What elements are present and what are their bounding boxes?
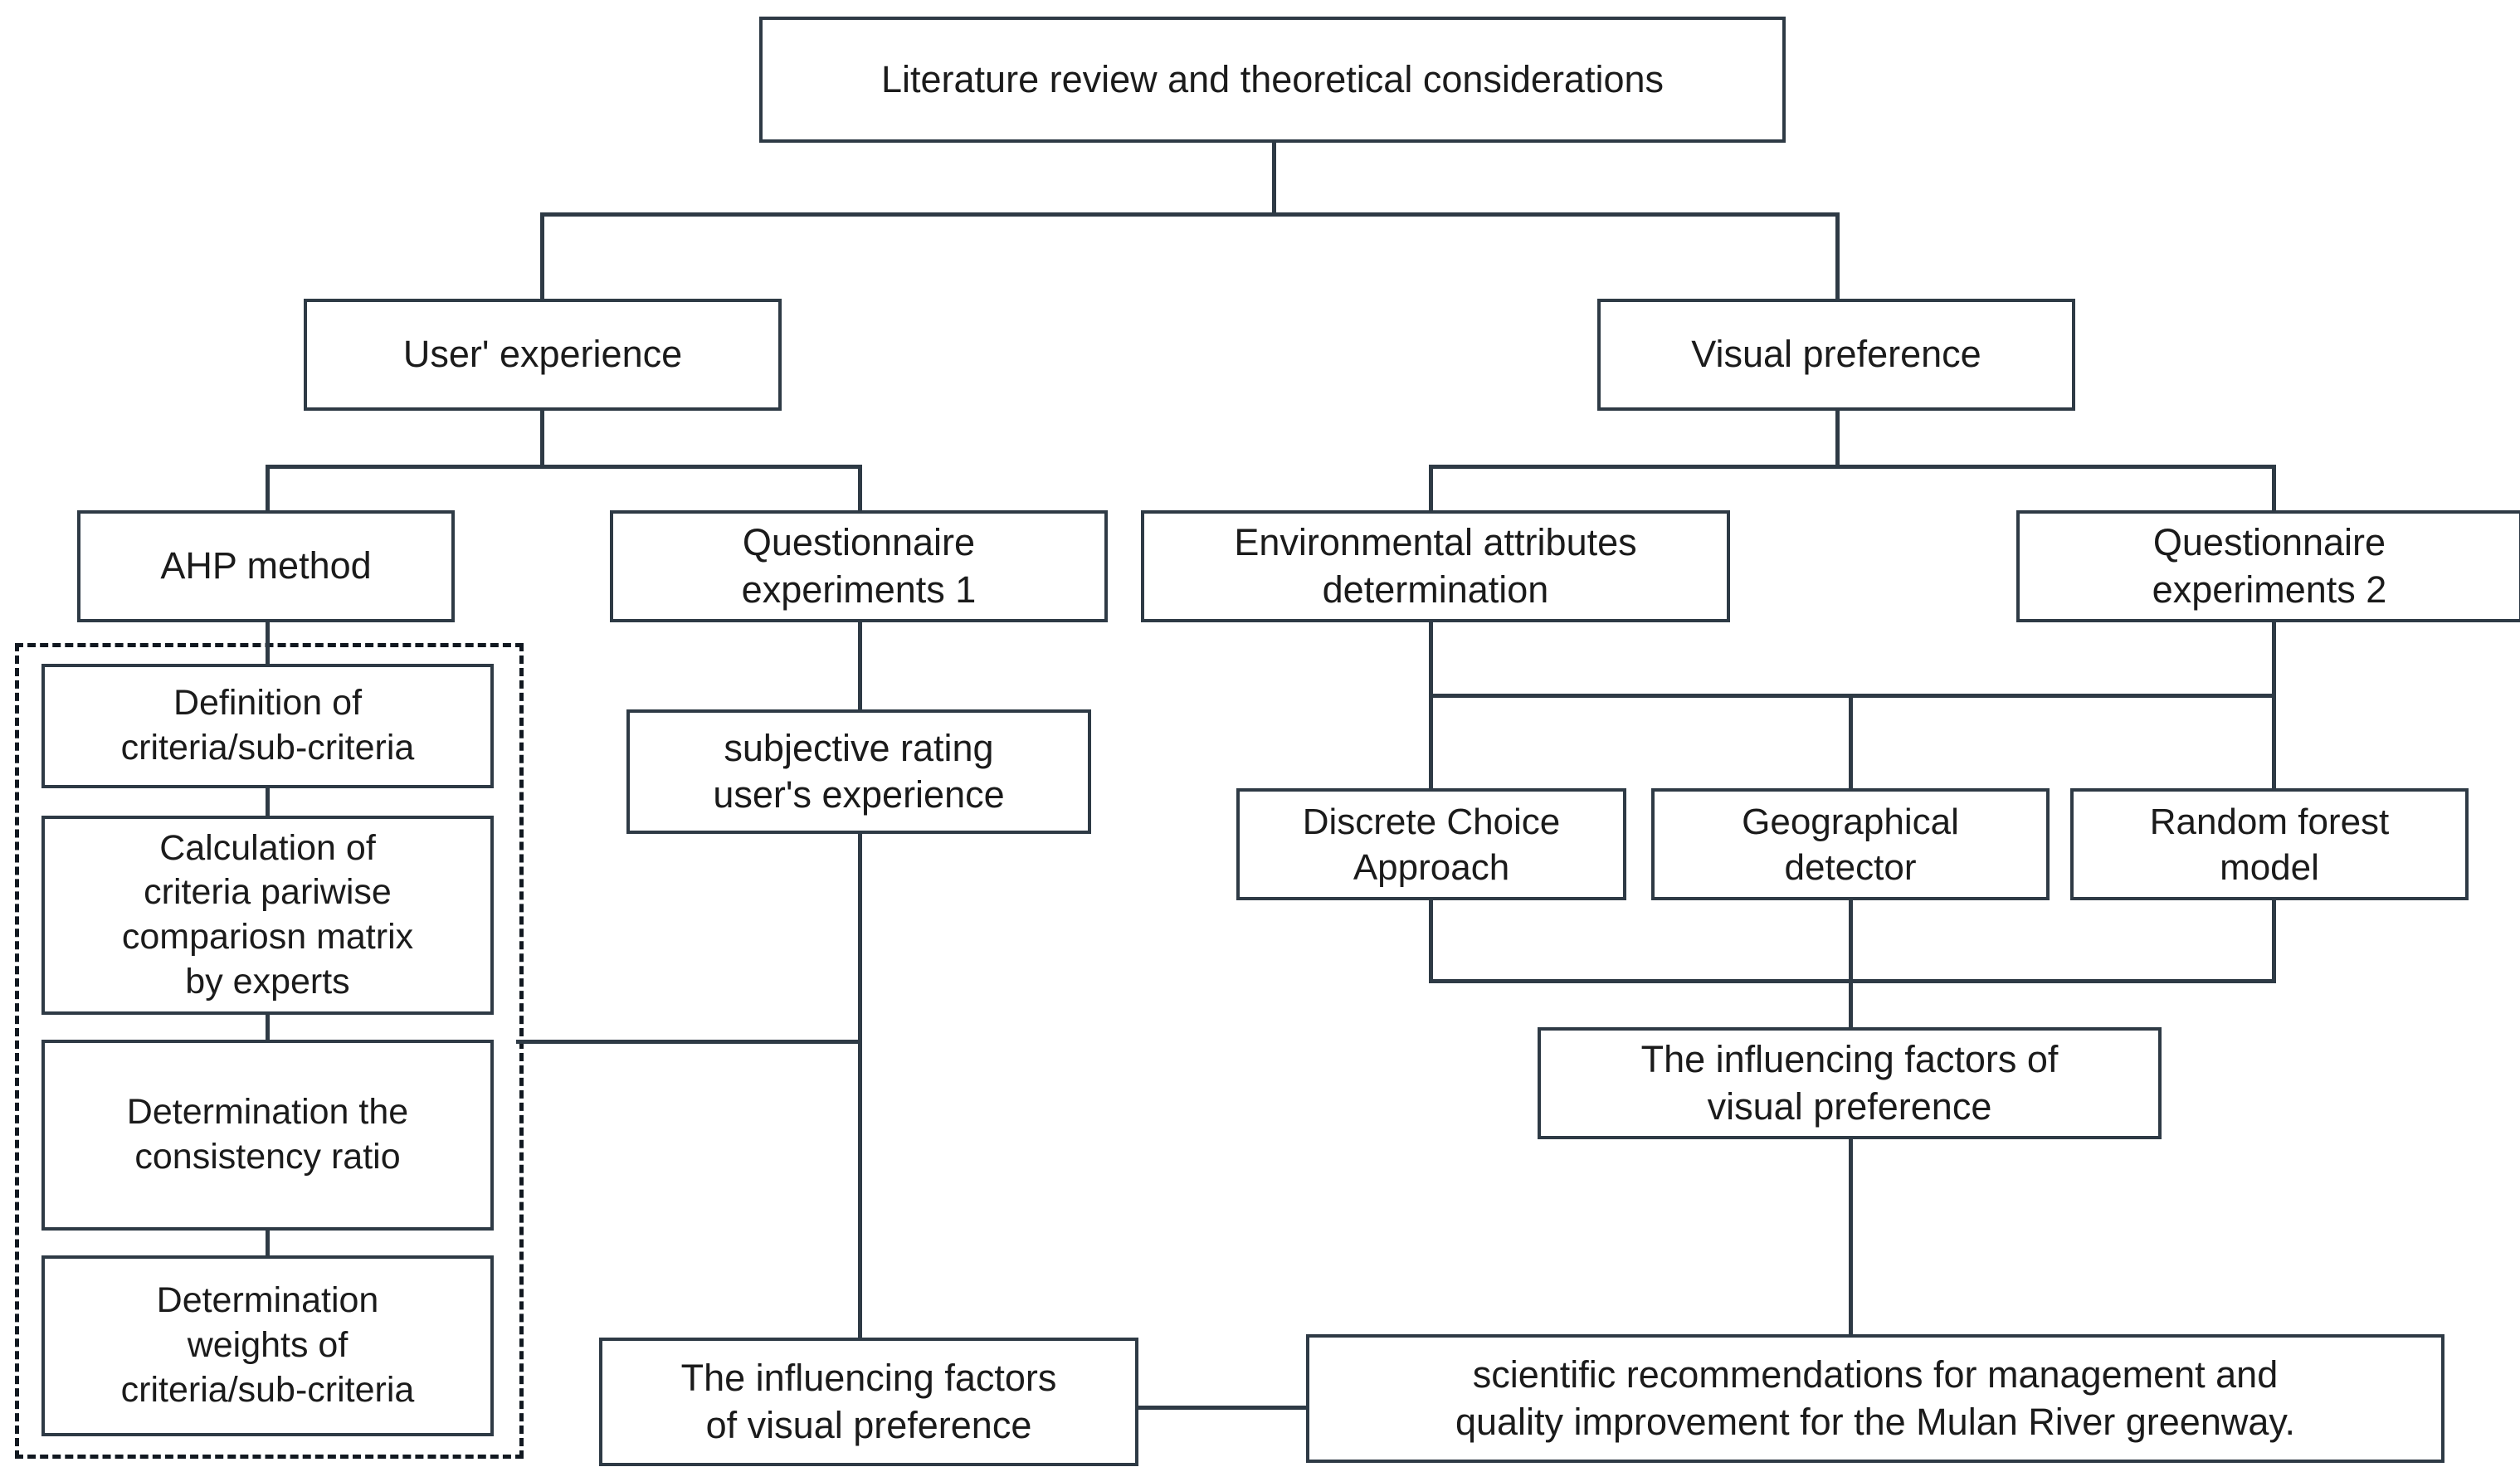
- edge-bar-to-geographical: [1849, 694, 1853, 793]
- edge-user-experience-down: [540, 410, 544, 468]
- edge-influencing-to-recommendations: [1849, 1138, 1853, 1338]
- edge-user-experience-bar: [266, 465, 862, 469]
- edge-ahp-to-step1: [266, 621, 270, 666]
- edge-merge-to-influencing-factors: [1849, 979, 1853, 1029]
- edge-root-down: [1272, 141, 1276, 216]
- node-ahp-step-weights[interactable]: Determination weights of criteria/sub-cr…: [41, 1255, 494, 1436]
- edge-ahp-group-to-spine: [516, 1040, 860, 1044]
- edge-user-to-questionnaire1: [858, 465, 862, 512]
- edge-random-forest-down: [2272, 899, 2276, 982]
- edge-bar-to-discrete-choice: [1429, 694, 1433, 793]
- node-ahp-method[interactable]: AHP method: [77, 510, 455, 622]
- edge-visual-preference-bar: [1429, 465, 2276, 469]
- edge-root-to-user-experience: [540, 212, 544, 300]
- node-literature-review[interactable]: Literature review and theoretical consid…: [759, 17, 1786, 143]
- edge-visual-preference-down: [1835, 410, 1840, 468]
- edge-discrete-choice-down: [1429, 899, 1433, 982]
- node-questionnaire-experiments-2[interactable]: Questionnaire experiments 2: [2016, 510, 2520, 622]
- edge-step3-to-step4: [266, 1228, 270, 1257]
- node-subjective-rating[interactable]: subjective rating user's experience: [626, 709, 1091, 834]
- edge-user-to-ahp: [266, 465, 270, 512]
- edge-visual-to-environmental: [1429, 465, 1433, 512]
- edge-bottom-factors-to-recommendations: [1135, 1406, 1311, 1410]
- edge-questionnaire2-down: [2272, 622, 2276, 697]
- edge-geographical-down: [1849, 899, 1853, 982]
- node-discrete-choice-approach[interactable]: Discrete Choice Approach: [1236, 788, 1626, 900]
- node-influencing-factors-visual-preference[interactable]: The influencing factors of visual prefer…: [1538, 1027, 2162, 1139]
- node-ahp-step-definition[interactable]: Definition of criteria/sub-criteria: [41, 664, 494, 788]
- node-visual-preference[interactable]: Visual preference: [1597, 299, 2075, 411]
- node-scientific-recommendations[interactable]: scientific recommendations for managemen…: [1306, 1334, 2444, 1463]
- node-environmental-attributes[interactable]: Environmental attributes determination: [1141, 510, 1730, 622]
- edge-subjective-to-bottom-factors: [858, 834, 862, 1340]
- node-user-experience[interactable]: User' experience: [304, 299, 782, 411]
- edge-root-to-visual-preference: [1835, 212, 1840, 300]
- edge-environmental-down: [1429, 622, 1433, 697]
- node-questionnaire-experiments-1[interactable]: Questionnaire experiments 1: [610, 510, 1108, 622]
- node-random-forest-model[interactable]: Random forest model: [2070, 788, 2469, 900]
- edge-questionnaire1-to-subjective: [858, 621, 862, 712]
- edge-step2-to-step3: [266, 1012, 270, 1041]
- edge-bar-to-random-forest: [2272, 694, 2276, 793]
- node-geographical-detector[interactable]: Geographical detector: [1651, 788, 2050, 900]
- edge-visual-to-questionnaire2: [2272, 465, 2276, 512]
- node-ahp-step-calculation[interactable]: Calculation of criteria pariwise compari…: [41, 816, 494, 1015]
- node-bottom-influencing-factors[interactable]: The influencing factors of visual prefer…: [599, 1338, 1138, 1466]
- edge-root-bar: [540, 212, 1840, 217]
- node-ahp-step-consistency[interactable]: Determination the consistency ratio: [41, 1040, 494, 1231]
- edge-step1-to-step2: [266, 788, 270, 817]
